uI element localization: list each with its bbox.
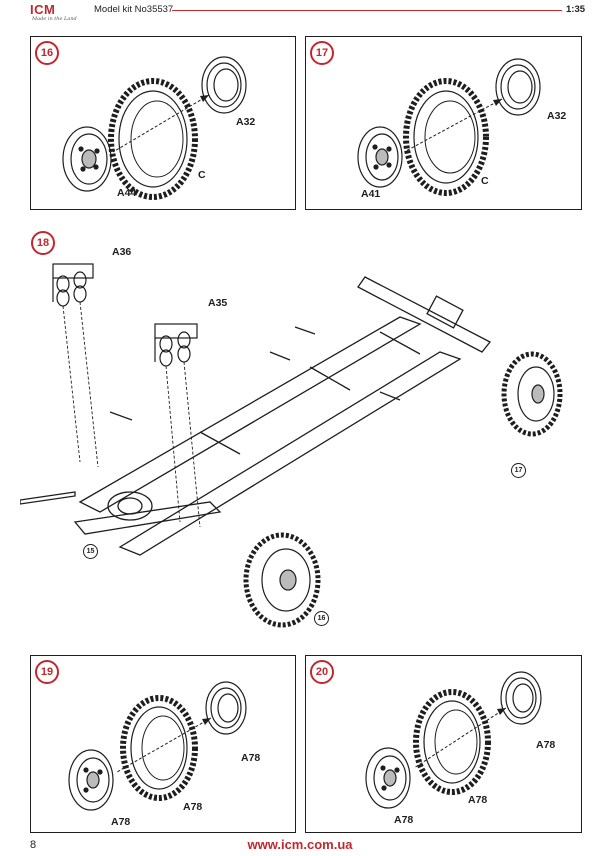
springs-a35-drawing <box>154 323 201 528</box>
frame-rail-left <box>78 316 422 513</box>
part-label-a78-rim: A78 <box>536 739 556 751</box>
tire-c-drawing <box>108 78 198 200</box>
step-17-wheel-drawing <box>357 58 541 196</box>
step-19-panel: 19 A78 A78 A78 <box>30 655 296 833</box>
chassis-drawing <box>20 263 563 628</box>
page-number: 8 <box>30 839 37 851</box>
scale-label: 1:35 <box>566 4 586 15</box>
step-17-panel: 17 A32 C A41 <box>305 36 582 210</box>
wheel-rear-drawing <box>243 532 321 628</box>
part-label-a78-tire: A78 <box>468 794 488 806</box>
step-20-wheel-drawing <box>365 671 542 809</box>
part-label-a78-hub: A78 <box>394 814 414 826</box>
rim-a32-drawing <box>495 58 541 116</box>
logo-tagline: Made in the Land <box>32 16 77 22</box>
kit-number: Model kit No35537 <box>94 4 174 15</box>
hub-a41-drawing <box>357 126 403 188</box>
logo-text: ICM <box>30 2 56 17</box>
part-label-a41: A41 <box>361 188 381 200</box>
wheel-front-drawing <box>501 351 563 437</box>
part-label-a78-tire: A78 <box>183 801 203 813</box>
step-19-wheel-drawing <box>68 681 247 811</box>
part-label-a78-hub: A78 <box>111 816 131 828</box>
step-16-badge: 16 <box>35 41 59 65</box>
hub-a44-drawing <box>62 126 112 192</box>
ref-step-16: 16 <box>314 611 329 626</box>
frame-rail-right <box>118 351 462 556</box>
part-label-a44: A44 <box>117 187 137 199</box>
rear-axle <box>73 501 222 535</box>
part-label-a32: A32 <box>547 110 567 122</box>
website-link[interactable]: www.icm.com.ua <box>247 837 353 852</box>
icm-logo: ICM Made in the Land <box>30 2 84 22</box>
step-19-badge: 19 <box>35 660 59 684</box>
part-label-c: C <box>198 169 206 181</box>
step-18-badge: 18 <box>31 231 55 255</box>
step-20-badge: 20 <box>310 660 334 684</box>
rim-a32-drawing <box>201 56 247 114</box>
tire-c-drawing <box>403 78 489 196</box>
ref-step-15: 15 <box>83 544 98 559</box>
part-label-c: C <box>481 175 489 187</box>
part-label-a35: A35 <box>208 297 228 309</box>
header-rule <box>172 10 562 11</box>
springs-a36-drawing <box>52 263 99 468</box>
ref-step-17: 17 <box>511 463 526 478</box>
step-17-badge: 17 <box>310 41 334 65</box>
step-18-area: 18 <box>20 222 590 632</box>
part-label-a78-rim: A78 <box>241 752 261 764</box>
part-label-a36: A36 <box>112 246 132 258</box>
front-axle <box>357 276 492 353</box>
step-16-panel: 16 A32 C A44 <box>30 36 296 210</box>
step-20-panel: 20 A78 A78 A78 <box>305 655 582 833</box>
step-16-wheel-drawing <box>62 56 247 200</box>
page-header: ICM Made in the Land Model kit No35537 1… <box>0 0 600 24</box>
part-label-a32: A32 <box>236 116 256 128</box>
